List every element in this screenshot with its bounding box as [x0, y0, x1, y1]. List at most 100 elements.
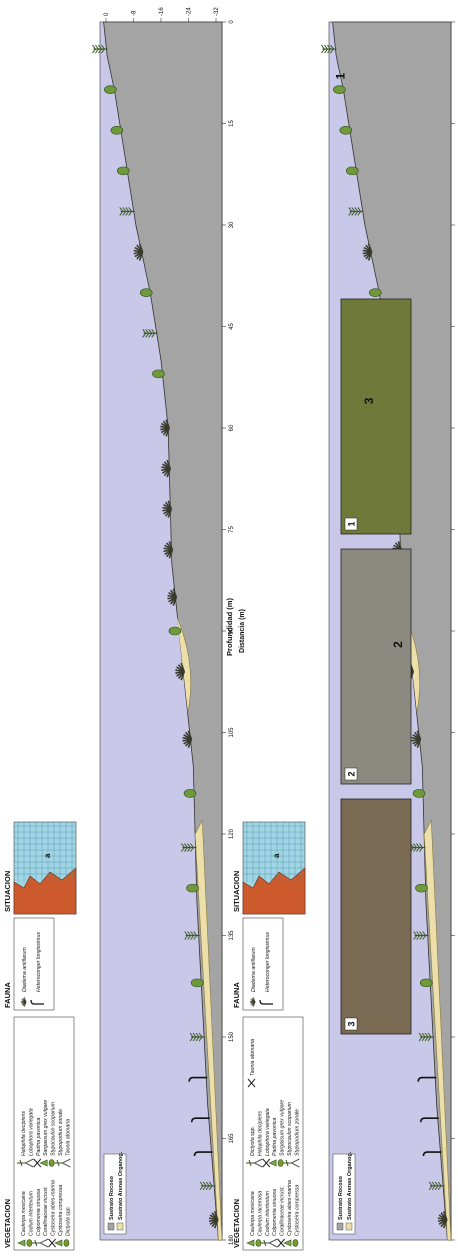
- site-markers: 123: [334, 72, 405, 647]
- plant-icon: [321, 44, 337, 54]
- species-icon: [39, 1238, 49, 1248]
- vegetation-frame: [13, 1016, 75, 1251]
- vegetation-item: Caulerpa racemosa: [257, 1191, 263, 1236]
- plant-icon: [119, 207, 135, 216]
- vegetation-item: Cystoseira abies-marina: [287, 1180, 293, 1236]
- plant-icon: [168, 626, 182, 636]
- fauna-item: Diadema antillarum: [251, 947, 257, 992]
- vegetation-item: Colpomenia sinuosa: [36, 1189, 42, 1236]
- vegetation-item: Sargassum grex vulgare: [280, 1100, 286, 1156]
- vegetation-item: Lobophora variegata: [28, 1108, 34, 1156]
- y-tick-label: -8: [132, 10, 138, 16]
- species-icon: [247, 1078, 256, 1088]
- fauna-item: Heteroconger longissimus: [36, 932, 42, 992]
- species-icon: [262, 1158, 271, 1168]
- y-tick-label: 0: [104, 12, 110, 16]
- photo-number: 2: [347, 771, 357, 776]
- sand-swatch: [345, 1222, 353, 1231]
- inset-photo: [340, 298, 412, 535]
- plant-icon: [190, 1117, 210, 1123]
- plant-icon: [139, 288, 153, 297]
- map-letter: a: [272, 853, 281, 858]
- vegetation-item: Cystoseira compressa: [294, 1185, 300, 1236]
- fauna-item: Heteroconger longissimus: [265, 932, 271, 992]
- plant-icon: [160, 419, 170, 437]
- plant-icon: [339, 125, 353, 135]
- species-icon: [255, 1239, 262, 1247]
- fauna-frame: [13, 917, 55, 1011]
- y-tick-label: -32: [214, 7, 220, 16]
- x-tick-label: 120: [229, 828, 235, 839]
- plant-icon: [415, 883, 428, 893]
- plant-icon: [417, 1076, 437, 1082]
- map-letter: a: [43, 853, 52, 858]
- photo-strip: 321: [340, 298, 412, 1035]
- rock-swatch: [107, 1222, 115, 1231]
- plant-icon: [163, 541, 174, 559]
- plant-icon: [199, 1181, 216, 1191]
- x-tick-label: 135: [229, 930, 235, 941]
- plant-icon: [182, 730, 193, 748]
- species-icon: [290, 1158, 300, 1168]
- photo-number-box: [344, 767, 358, 781]
- species-icon: [63, 1239, 70, 1247]
- plant-icon: [419, 1117, 439, 1123]
- x-tick-label: 30: [229, 221, 235, 228]
- photo-number: 3: [347, 1021, 357, 1026]
- fauna-header: FAUNA: [3, 982, 12, 1008]
- x-tick-label: 90: [229, 627, 235, 634]
- vegetation-item: Dictyota spp.: [250, 1126, 256, 1156]
- site-marker: 2: [391, 641, 405, 648]
- plant-icon: [133, 243, 144, 261]
- plant-icon: [152, 369, 165, 379]
- species-icon: [268, 1238, 278, 1248]
- species-icon: [246, 1239, 255, 1247]
- inset-photo: [340, 798, 412, 1035]
- plant-icon: [422, 1151, 442, 1157]
- species-icon: [48, 1159, 55, 1167]
- species-icon: [33, 1158, 42, 1168]
- x-axis: 0153045607590105120135150165180Distancia…: [222, 20, 246, 1245]
- sand-substrate: [194, 819, 223, 1241]
- vegetation-item: Cystoseira abies-marina: [51, 1180, 57, 1236]
- x-tick-label: 45: [229, 323, 235, 330]
- sand-substrate: [423, 819, 452, 1241]
- sand-substrate: [176, 617, 192, 713]
- species-icon: [17, 1239, 26, 1247]
- plant-icon: [183, 789, 197, 798]
- legend-label-rock: Sustrato Rocoso: [109, 1175, 115, 1220]
- plant-icon: [116, 166, 130, 176]
- plant-icon: [333, 85, 346, 94]
- x-axis-label: Distancia (m): [239, 609, 246, 653]
- x-axis: 0153045607590105120135150165180Distancia…: [451, 21, 455, 1241]
- vegetation-item: Codium intertextum: [28, 1190, 34, 1236]
- plant-icon: [162, 500, 173, 518]
- species-icon: [292, 1239, 299, 1247]
- vegetation-item: Padina pavonica: [272, 1118, 278, 1156]
- vegetation-item: Codium intertextum: [265, 1190, 271, 1236]
- plant-icon: [161, 459, 172, 478]
- vegetation-frame: [242, 1016, 304, 1251]
- plant-icon: [104, 85, 117, 94]
- vegetation-item: Corallinaceae incrust.: [43, 1186, 49, 1236]
- plant-icon: [410, 843, 426, 852]
- vegetation-item: Sargassum grex vulgare: [43, 1100, 49, 1156]
- plant-icon: [345, 166, 359, 176]
- plant-icon: [142, 328, 158, 338]
- legend-label-sand: Sustrato Arenas Organog.: [347, 1151, 353, 1220]
- vegetation-header: VEGETACION: [3, 1199, 12, 1248]
- y-axis: 0-8-16-24-32: [104, 7, 220, 22]
- vegetation-item: Lobophora variegata: [265, 1108, 271, 1156]
- y-tick-label: -16: [159, 7, 165, 16]
- plant-icon: [92, 44, 108, 54]
- fauna-header: FAUNA: [232, 982, 241, 1008]
- vegetation-item: Dictyota spp.: [65, 1206, 71, 1236]
- y-axis-label: Profundidad (m): [225, 598, 234, 656]
- site-marker: 1: [334, 72, 348, 79]
